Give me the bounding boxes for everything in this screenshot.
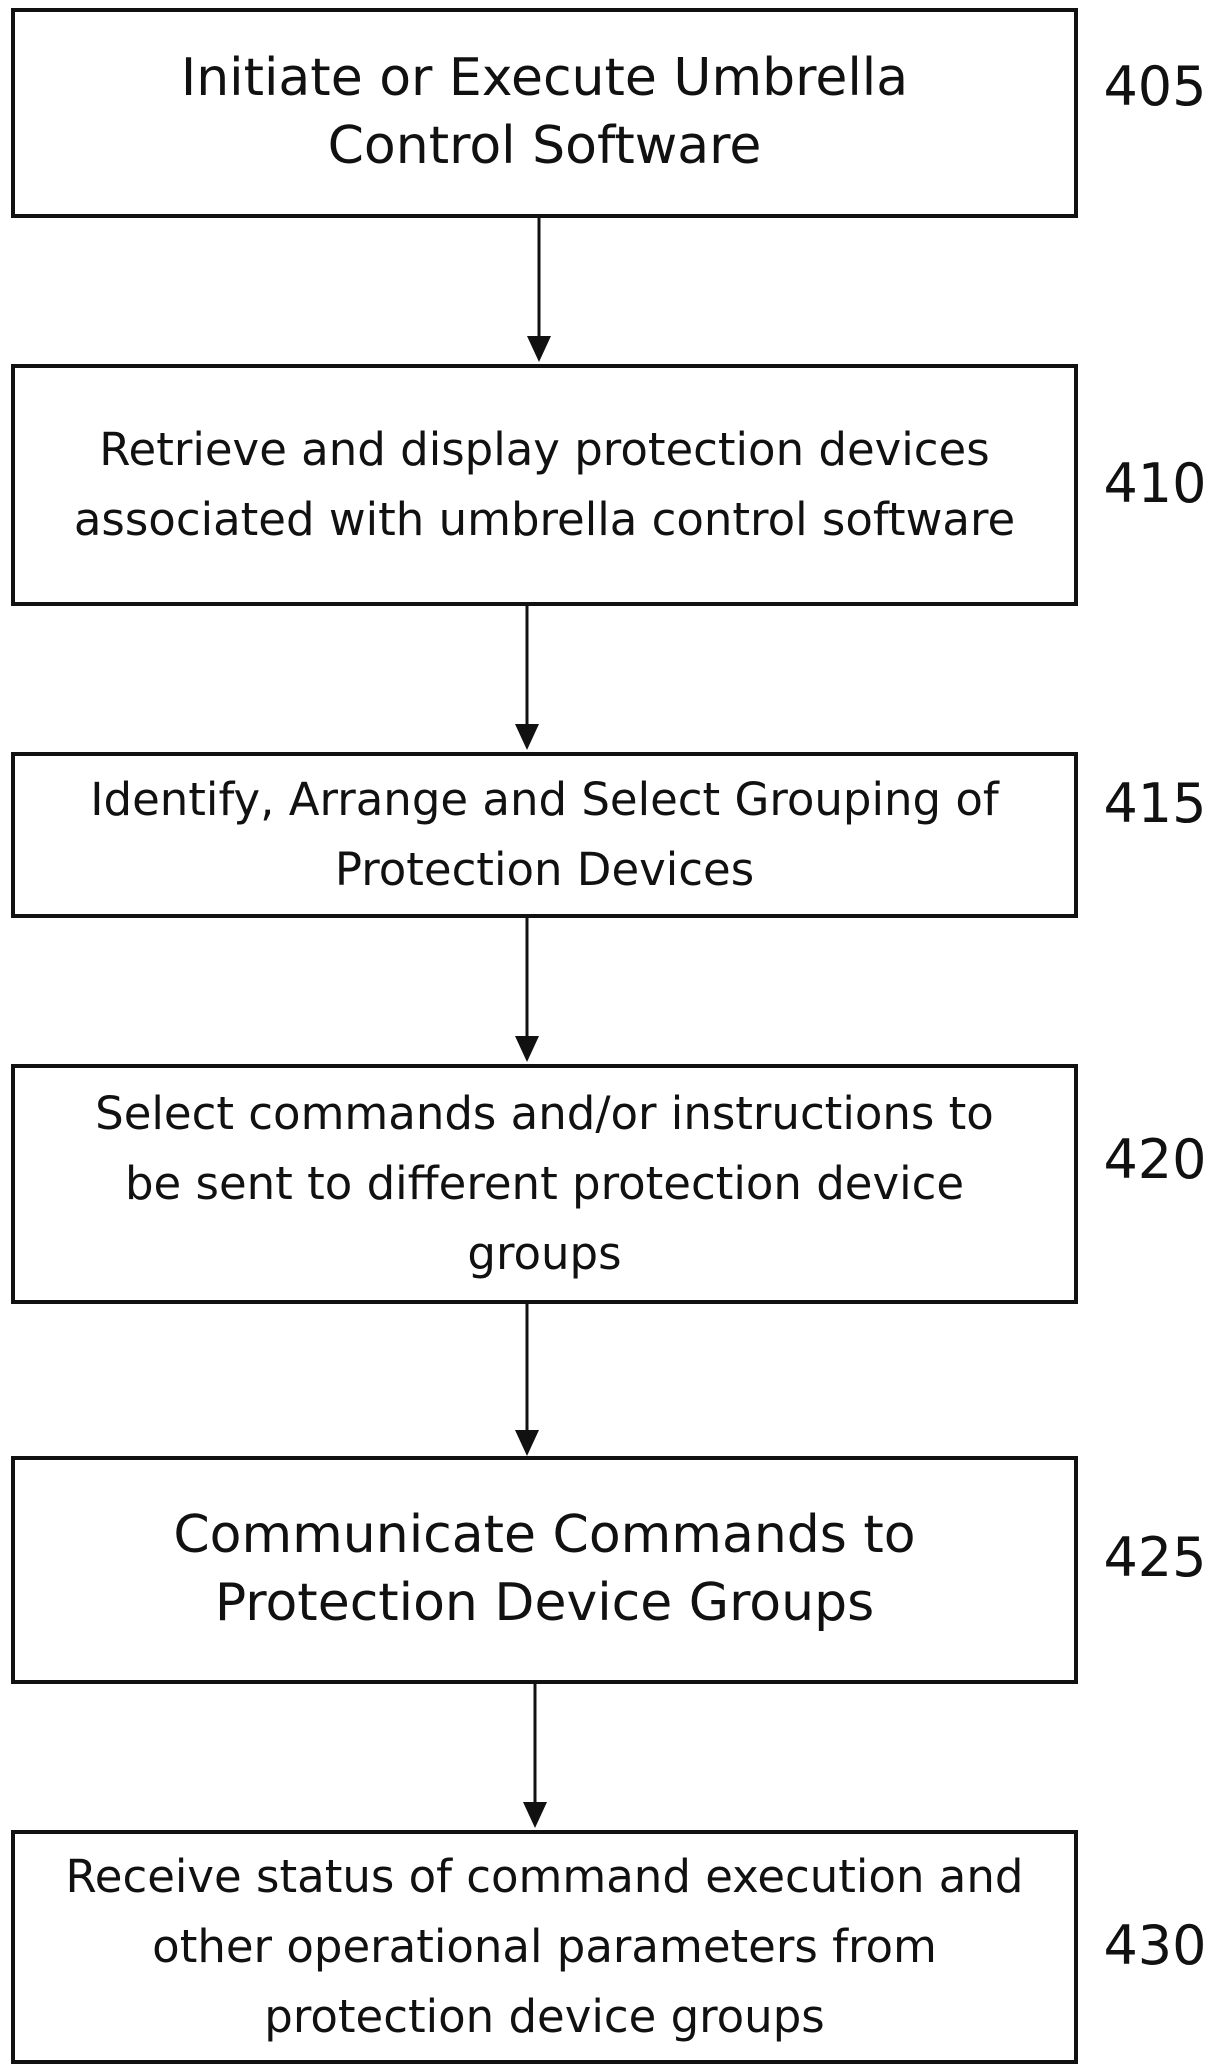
step-430-number: 430 bbox=[1100, 1914, 1210, 1977]
step-410-text: Retrieve and display protection devices … bbox=[35, 415, 1055, 555]
arrow-415-to-420 bbox=[512, 918, 542, 1064]
step-425-text: Communicate Commands to Protection Devic… bbox=[115, 1502, 975, 1637]
step-425-number: 425 bbox=[1100, 1526, 1210, 1589]
step-405-box: Initiate or Execute Umbrella Control Sof… bbox=[11, 8, 1078, 218]
arrow-410-to-415 bbox=[512, 606, 542, 752]
arrow-425-to-430 bbox=[520, 1684, 550, 1830]
step-420-text: Select commands and/or instructions to b… bbox=[55, 1079, 1035, 1288]
step-420-box: Select commands and/or instructions to b… bbox=[11, 1064, 1078, 1304]
step-430-box: Receive status of command execution and … bbox=[11, 1830, 1078, 2064]
step-405-text: Initiate or Execute Umbrella Control Sof… bbox=[135, 45, 955, 180]
arrow-405-to-410 bbox=[524, 218, 554, 364]
step-420-number: 420 bbox=[1100, 1128, 1210, 1191]
step-425-box: Communicate Commands to Protection Devic… bbox=[11, 1456, 1078, 1684]
step-415-number: 415 bbox=[1100, 772, 1210, 835]
step-405-number: 405 bbox=[1100, 55, 1210, 118]
step-415-text: Identify, Arrange and Select Grouping of… bbox=[55, 765, 1035, 905]
step-410-box: Retrieve and display protection devices … bbox=[11, 364, 1078, 606]
step-430-text: Receive status of command execution and … bbox=[45, 1842, 1045, 2051]
step-415-box: Identify, Arrange and Select Grouping of… bbox=[11, 752, 1078, 918]
arrow-420-to-425 bbox=[512, 1304, 542, 1458]
step-410-number: 410 bbox=[1100, 452, 1210, 515]
